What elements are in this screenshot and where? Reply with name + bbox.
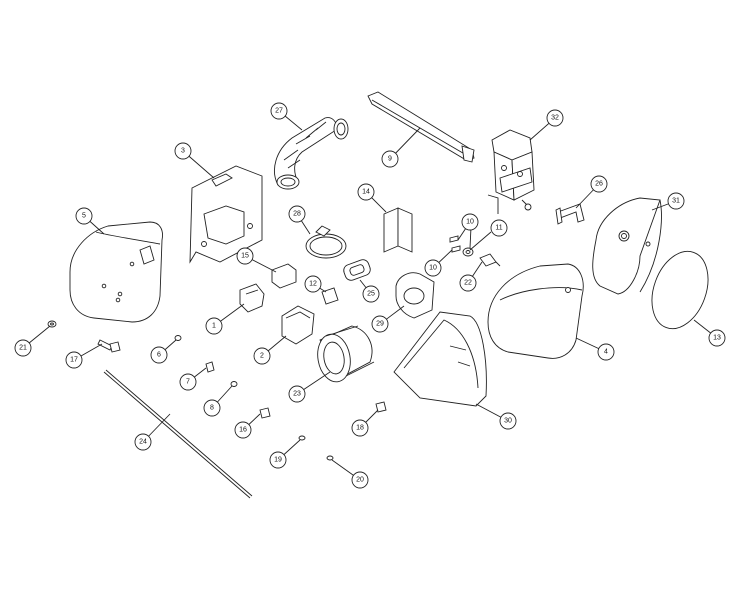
svg-text:23: 23 [293, 391, 301, 398]
svg-text:18: 18 [356, 425, 364, 432]
part-19-washer [298, 435, 306, 441]
callout-25: 25 [362, 285, 380, 303]
callout-12: 12 [304, 275, 322, 293]
callout-29: 29 [371, 315, 389, 333]
callout-4: 4 [597, 343, 615, 361]
svg-text:30: 30 [504, 418, 512, 425]
svg-text:26: 26 [595, 181, 603, 188]
callout-18: 18 [351, 419, 369, 437]
callout-1: 1 [205, 317, 223, 335]
part-3-shield-plate [189, 165, 263, 264]
callout-32: 32 [546, 109, 564, 127]
svg-text:22: 22 [464, 280, 472, 287]
part-8-nut [230, 381, 238, 387]
svg-text:24: 24 [139, 439, 147, 446]
part-2-cap [281, 305, 315, 345]
callout-23: 23 [288, 385, 306, 403]
svg-text:4: 4 [604, 349, 608, 356]
callout-5: 5 [75, 207, 93, 225]
callout-19: 19 [269, 451, 287, 469]
part-26-small-bracket [555, 203, 585, 225]
callout-28: 28 [288, 205, 306, 223]
part-28-hose-clamp [305, 225, 347, 259]
svg-text:32: 32 [551, 115, 559, 122]
callout-6: 6 [150, 346, 168, 364]
callout-11-real: 11 [490, 219, 508, 237]
callout-8: 8 [203, 399, 221, 417]
svg-text:15: 15 [241, 253, 249, 260]
part-17-bolt [97, 339, 121, 353]
part-32-bracket-assembly [487, 129, 535, 214]
part-21-washer [47, 320, 57, 328]
svg-text:9: 9 [388, 156, 392, 163]
part-16-screw [259, 407, 271, 419]
callout-31: 31 [667, 192, 685, 210]
part-4-filter-cover-right [487, 263, 584, 359]
part-6-nut [174, 335, 182, 341]
callout-30: 30 [499, 412, 517, 430]
callout-2: 2 [253, 347, 271, 365]
callout-27: 27 [270, 102, 288, 120]
part-25-grommet [343, 259, 371, 281]
svg-text:27: 27 [275, 108, 283, 115]
svg-text:28: 28 [293, 211, 301, 218]
part-1-plug [239, 283, 265, 313]
svg-text:2: 2 [260, 353, 264, 360]
part-18-bolt [375, 401, 387, 413]
svg-text:31: 31 [672, 198, 680, 205]
svg-text:20: 20 [356, 477, 364, 484]
callout-7: 7 [179, 373, 197, 391]
part-31-backing-plate [592, 197, 662, 295]
part-29-elbow-adapter [395, 272, 435, 319]
svg-text:29: 29 [376, 321, 384, 328]
callout-24: 24 [134, 433, 152, 451]
part-22-connector [479, 253, 501, 267]
svg-text:25: 25 [367, 291, 375, 298]
svg-text:21: 21 [19, 345, 27, 352]
svg-text:1: 1 [212, 323, 216, 330]
part-14-angle-bracket [383, 207, 413, 253]
svg-text:7: 7 [186, 379, 190, 386]
callout-15: 15 [236, 247, 254, 265]
part-27-intake-hose [274, 117, 349, 190]
callout-10a: 10 [461, 213, 479, 231]
part-5-filter-cover-left [69, 221, 163, 323]
callout-3: 3 [174, 142, 192, 160]
svg-text:16: 16 [239, 427, 247, 434]
callout-14: 14 [357, 183, 375, 201]
callout-22: 22 [459, 274, 477, 292]
svg-text:12: 12 [309, 281, 317, 288]
part-24-rod [103, 369, 253, 499]
callout-9: 9 [381, 150, 399, 168]
svg-text:17: 17 [70, 357, 78, 364]
part-10-pins [449, 235, 461, 253]
svg-text:5: 5 [82, 213, 86, 220]
svg-text:3: 3 [181, 148, 185, 155]
callout-13: 13 [708, 329, 726, 347]
svg-text:14: 14 [362, 189, 370, 196]
callout-26: 26 [590, 175, 608, 193]
part-13-round-gasket [651, 250, 709, 330]
svg-text:13: 13 [713, 335, 721, 342]
svg-text:10: 10 [466, 219, 474, 226]
svg-text:19: 19 [274, 457, 282, 464]
part-30-air-box [393, 311, 487, 407]
callout-20: 20 [351, 471, 369, 489]
part-9-strap [367, 91, 475, 163]
part-20-washer [326, 455, 334, 461]
svg-text:10: 10 [429, 265, 437, 272]
part-7-screw [205, 361, 215, 373]
svg-text:8: 8 [210, 405, 214, 412]
callout-16: 16 [234, 421, 252, 439]
callout-21: 21 [14, 339, 32, 357]
callout-17: 17 [65, 351, 83, 369]
part-12-clip [321, 287, 339, 305]
svg-text:11: 11 [495, 225, 502, 232]
part-23-air-filter [317, 325, 375, 383]
callout-10b: 10 [424, 259, 442, 277]
svg-text:6: 6 [157, 352, 161, 359]
part-15-connector [271, 263, 297, 289]
